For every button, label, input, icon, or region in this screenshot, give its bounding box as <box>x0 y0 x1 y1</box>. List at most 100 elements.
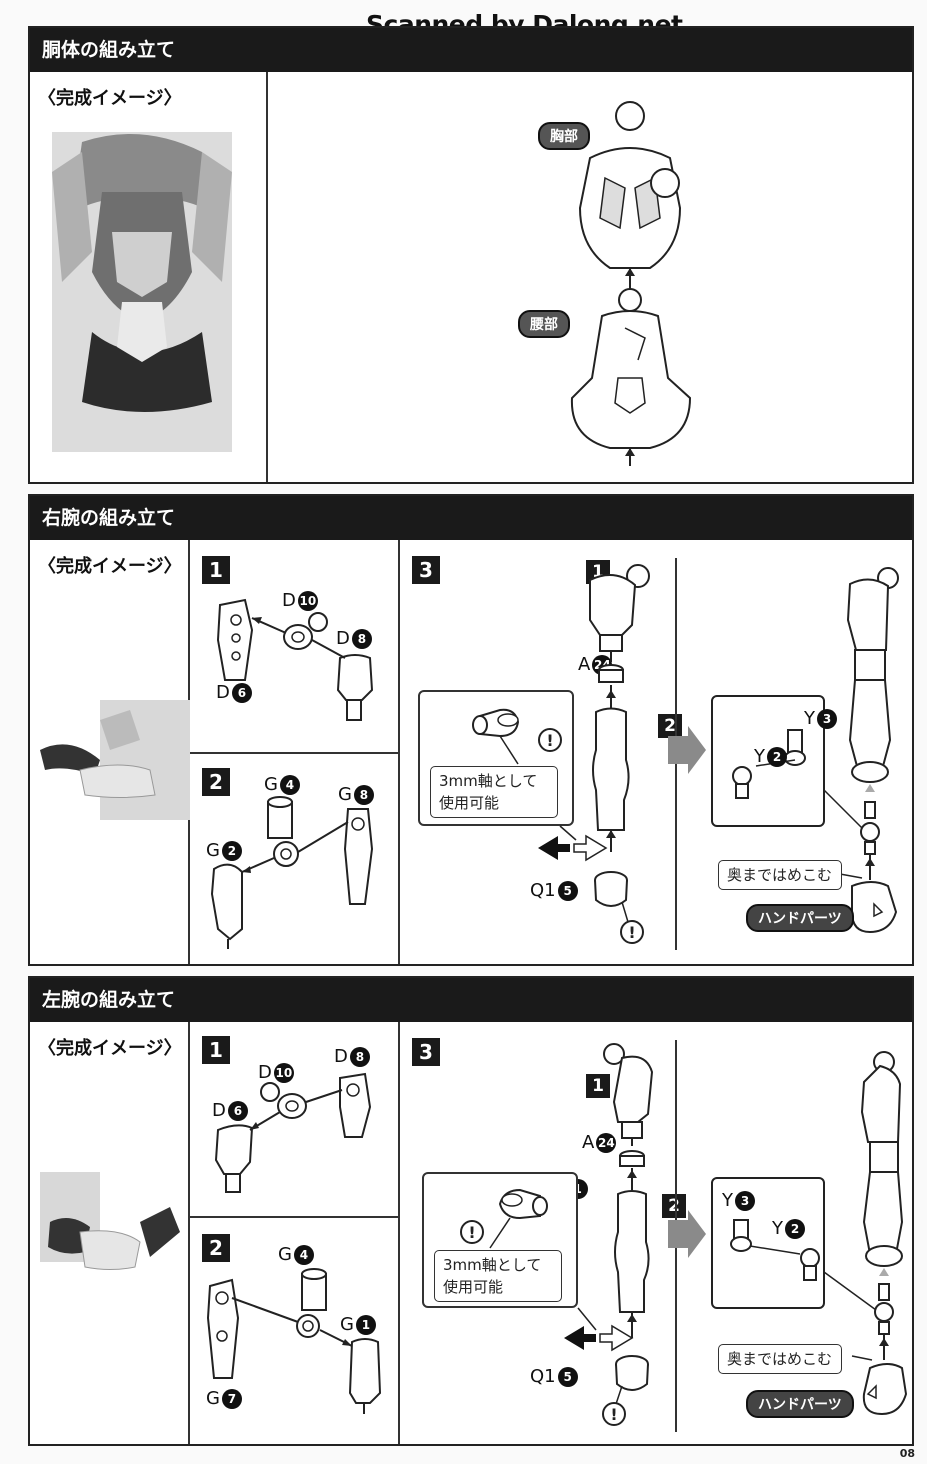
push-in-note: 奥まではめこむ <box>718 1344 842 1374</box>
page-number: 08 <box>899 1447 915 1460</box>
left-arm-step3-diagram: ! ! <box>460 1040 908 1432</box>
left-arm-step1-diagram <box>214 1072 372 1193</box>
right-arm-completion-panel: 〈完成イメージ〉 <box>30 540 190 964</box>
part-letter: G <box>206 840 220 861</box>
right-arm-step3-diagram: ! ! <box>472 558 899 950</box>
part-letter: Y <box>772 1218 783 1239</box>
part-letter: G <box>338 784 352 805</box>
part-letter: Q1 <box>530 880 556 901</box>
part-letter: Y <box>722 1190 733 1211</box>
part-letter: A <box>578 654 591 675</box>
part-number: 8 <box>349 1047 370 1067</box>
torso-section-title: 胴体の組み立て <box>30 28 912 72</box>
part-letter: D <box>216 682 230 703</box>
axis-note-line2: 使用可能 <box>439 794 500 812</box>
axis-note: 3mm軸として 使用可能 <box>430 766 558 818</box>
part-letter: Y <box>754 746 765 767</box>
part-number: 10 <box>273 1063 294 1083</box>
torso-completion-panel: 〈完成イメージ〉 <box>30 72 268 482</box>
part-letter: G <box>264 774 278 795</box>
svg-text:!: ! <box>546 731 553 750</box>
push-in-note: 奥まではめこむ <box>718 860 842 890</box>
part-number: 10 <box>297 591 318 611</box>
part-letter: Y <box>804 708 815 729</box>
axis-note-line1: 3mm軸として <box>443 1256 542 1274</box>
part-letter: Q1 <box>530 1366 556 1387</box>
part-number: 24 <box>596 1133 617 1153</box>
part-number: 6 <box>227 1101 248 1121</box>
part-letter: D <box>258 1062 272 1083</box>
part-number: 8 <box>353 785 374 805</box>
part-number: 3 <box>735 1191 755 1211</box>
step-number-badge: 2 <box>202 768 230 796</box>
right-arm-step3-panel: 3 1 2 A24 Q11 Q15 3mm軸として 使用可能 <box>400 540 912 964</box>
right-arm-step1-diagram <box>216 598 374 721</box>
axis-note: 3mm軸として 使用可能 <box>434 1250 562 1302</box>
completion-image-label: 〈完成イメージ〉 <box>38 556 182 577</box>
hand-parts-label: ハンドパーツ <box>746 904 854 932</box>
part-letter: D <box>212 1100 226 1121</box>
hand-parts-label: ハンドパーツ <box>746 1390 854 1418</box>
part-number: 5 <box>557 1367 578 1387</box>
torso-section: 胴体の組み立て 〈完成イメージ〉 胸部 腰部 <box>28 26 914 484</box>
right-arm-section-title: 右腕の組み立て <box>30 496 912 540</box>
part-letter: G <box>206 1388 220 1409</box>
svg-text:!: ! <box>468 1223 475 1242</box>
completion-image-label: 〈完成イメージ〉 <box>38 1038 182 1059</box>
torso-assembly-diagram <box>570 101 692 466</box>
left-arm-step2-diagram <box>206 1268 382 1414</box>
svg-text:!: ! <box>610 1405 617 1424</box>
left-arm-step3-panel: 3 1 2 A24 Q11 Q15 3mm軸として 使用可能 <box>400 1022 912 1444</box>
part-letter: D <box>334 1046 348 1067</box>
left-arm-completion-panel: 〈完成イメージ〉 <box>30 1022 190 1444</box>
left-arm-section-title: 左腕の組み立て <box>30 978 912 1022</box>
left-arm-completion-photo <box>40 1172 180 1270</box>
torso-completion-photo <box>52 132 232 452</box>
part-letter: D <box>282 590 296 611</box>
part-number: 2 <box>785 1219 805 1239</box>
chest-label: 胸部 <box>538 122 590 150</box>
part-number: 4 <box>279 775 300 795</box>
step-number-badge: 3 <box>412 1038 440 1066</box>
part-letter: G <box>278 1244 292 1265</box>
sub-step-badge: 1 <box>586 1074 610 1098</box>
axis-note-line1: 3mm軸として <box>439 772 538 790</box>
waist-label: 腰部 <box>518 310 570 338</box>
step-number-badge: 1 <box>202 556 230 584</box>
right-arm-completion-photo <box>40 700 190 820</box>
part-number: 3 <box>817 709 837 729</box>
part-number: 4 <box>293 1245 314 1265</box>
part-number: 5 <box>557 881 578 901</box>
part-number: 6 <box>231 683 252 703</box>
svg-text:!: ! <box>628 923 635 942</box>
step-number-badge: 1 <box>202 1036 230 1064</box>
part-number: 2 <box>221 841 242 861</box>
part-number: 2 <box>767 747 787 767</box>
sub-step-badge: 2 <box>662 1194 686 1218</box>
part-number: 7 <box>221 1389 242 1409</box>
completion-image-label: 〈完成イメージ〉 <box>38 88 182 109</box>
